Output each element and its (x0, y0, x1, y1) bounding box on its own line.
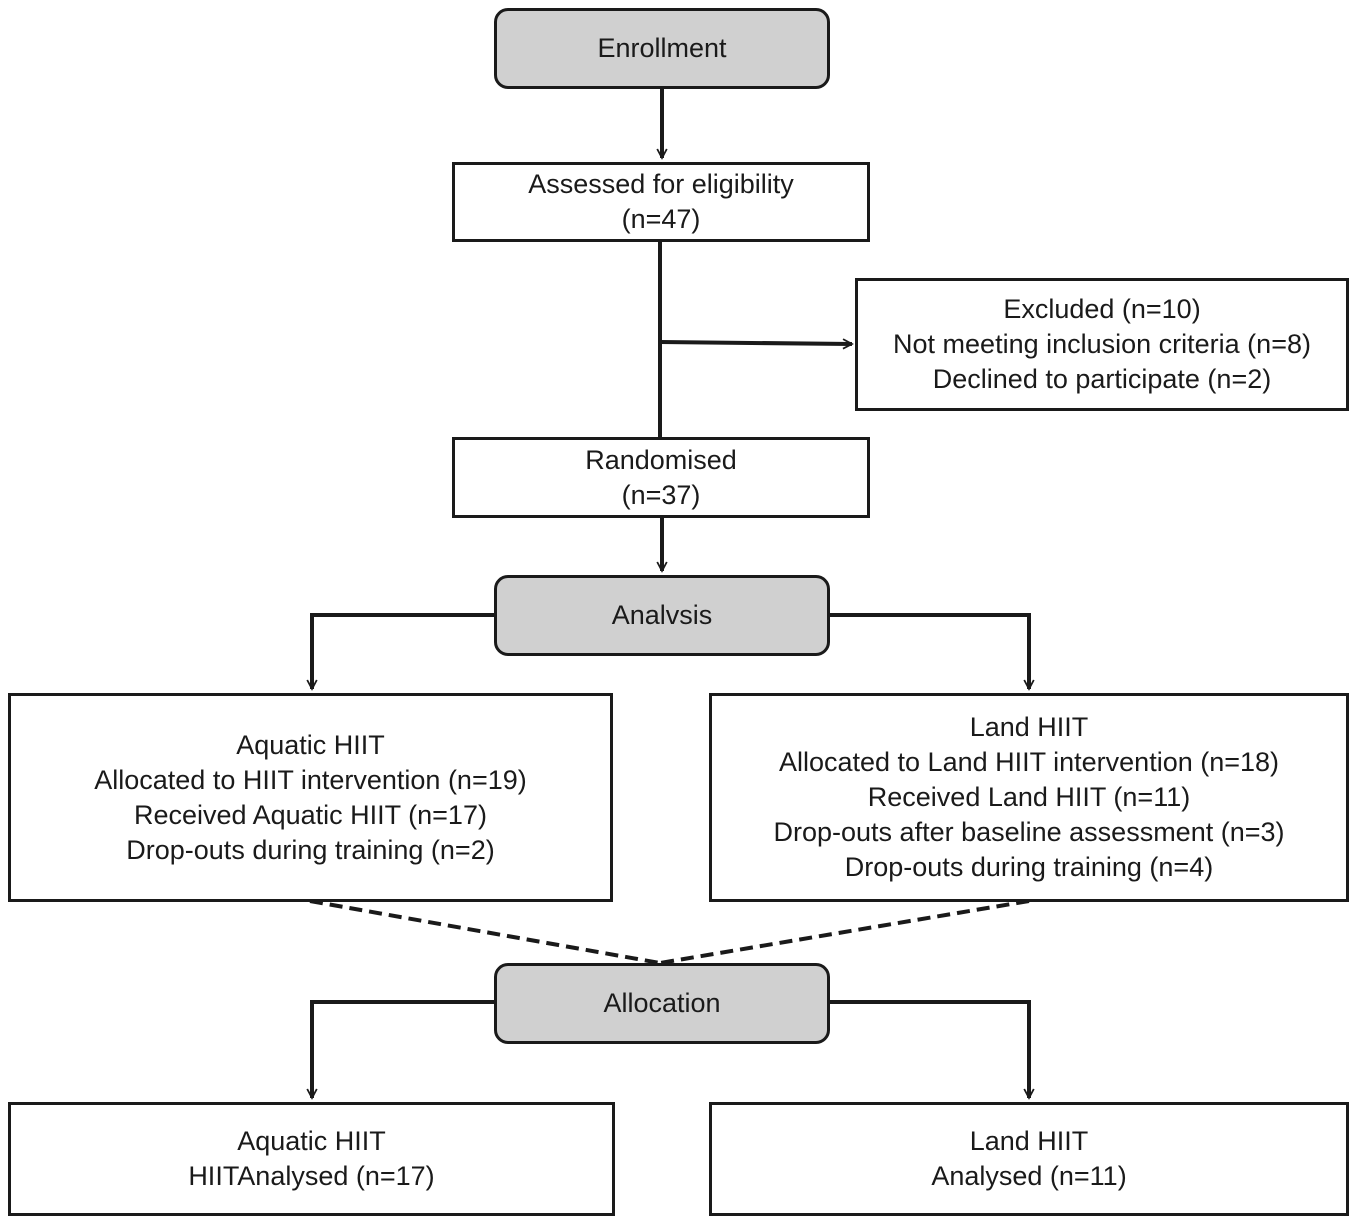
allocation-stage-box: Allocation (494, 963, 830, 1044)
arrow-to-excluded (659, 342, 852, 344)
assessed-count: (n=47) (621, 204, 701, 234)
analysis-label: Analvsis (611, 600, 713, 630)
excluded-box: Excluded (n=10) Not meeting inclusion cr… (855, 278, 1349, 411)
randomised-count: (n=37) (621, 479, 701, 510)
land-dropouts-training: Drop-outs during training (n=4) (844, 852, 1214, 882)
dashed-line-aquatic-to-allocation (309, 899, 661, 965)
assessed-title: Assessed for eligibility (528, 169, 794, 199)
arrow-allocation-to-land-analysed (829, 1000, 1029, 1098)
land-analysed-box: Land HIIT Analysed (n=11) (709, 1102, 1349, 1216)
excluded-reason-declined: Declined to participate (n=2) (932, 364, 1272, 394)
aquatic-allocation-title: Aquatic HIIT (236, 729, 385, 760)
enrollment-label: Enrollment (597, 33, 727, 63)
randomised-box: Randomised (n=37) (452, 437, 870, 518)
arrow-analysis-to-aquatic (312, 613, 495, 689)
arrow-analysis-to-land (829, 613, 1029, 689)
excluded-title: Excluded (n=10) (1003, 294, 1201, 324)
assessed-eligibility-box: Assessed for eligibility (n=47) (452, 162, 870, 242)
allocation-label: Allocation (603, 988, 721, 1018)
land-analysed-count: Analysed (n=11) (931, 1161, 1127, 1191)
arrow-allocation-to-aquatic-analysed (312, 1000, 495, 1098)
land-received-count: Received Land HIIT (n=11) (867, 782, 1191, 812)
land-allocation-box: Land HIIT Allocated to Land HIIT interve… (709, 693, 1349, 902)
enrollment-stage-box: Enrollment (494, 8, 830, 89)
aquatic-analysed-count: HIITAnalysed (n=17) (188, 1161, 435, 1191)
land-analysed-title: Land HIIT (969, 1126, 1089, 1156)
land-allocation-title: Land HIIT (969, 712, 1089, 742)
aquatic-analysed-box: Aquatic HIIT HIITAnalysed (n=17) (8, 1102, 615, 1216)
aquatic-analysed-title: Aquatic HIIT (237, 1126, 386, 1156)
land-dropouts-baseline: Drop-outs after baseline assessment (n=3… (773, 817, 1285, 847)
analysis-stage-box: Analvsis (494, 575, 830, 656)
aquatic-dropouts-training: Drop-outs during training (n=2) (126, 834, 495, 865)
excluded-reason-inclusion: Not meeting inclusion criteria (n=8) (893, 329, 1311, 359)
land-allocated-count: Allocated to Land HIIT intervention (n=1… (778, 747, 1280, 777)
aquatic-received-count: Received Aquatic HIIT (n=17) (134, 799, 487, 830)
randomised-title: Randomised (585, 444, 737, 475)
aquatic-allocation-box: Aquatic HIIT Allocated to HIIT intervent… (8, 693, 613, 902)
dashed-line-land-to-allocation (659, 899, 1030, 965)
aquatic-allocated-count: Allocated to HIIT intervention (n=19) (94, 764, 527, 795)
